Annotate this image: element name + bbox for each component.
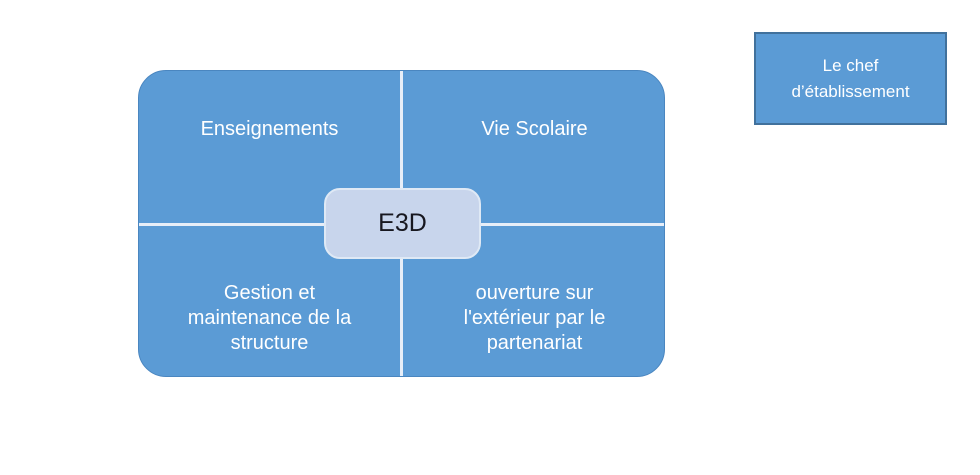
center-node-label: E3D [378, 209, 427, 237]
quadrant-label-vie-scolaire: Vie Scolaire [481, 118, 588, 140]
chef-etablissement-label: Le chef d’établissement [791, 55, 910, 101]
center-node-e3d: E3D [324, 188, 481, 259]
quadrant-label-gestion-maintenance: Gestion et maintenance de la structure [187, 282, 352, 354]
quadrant-label-ouverture-exterieur: ouverture sur l'extérieur par le partena… [463, 282, 606, 354]
e3d-matrix-diagram: Enseignements Vie Scolaire Gestion et ma… [138, 70, 665, 377]
quadrant-enseignements: Enseignements [139, 71, 400, 188]
chef-etablissement-box: Le chef d’établissement [754, 32, 947, 125]
quadrant-vie-scolaire: Vie Scolaire [403, 71, 666, 188]
quadrant-gestion-maintenance: Gestion et maintenance de la structure [139, 259, 400, 378]
quadrant-ouverture-exterieur: ouverture sur l'extérieur par le partena… [403, 259, 666, 378]
quadrant-label-enseignements: Enseignements [200, 118, 339, 140]
